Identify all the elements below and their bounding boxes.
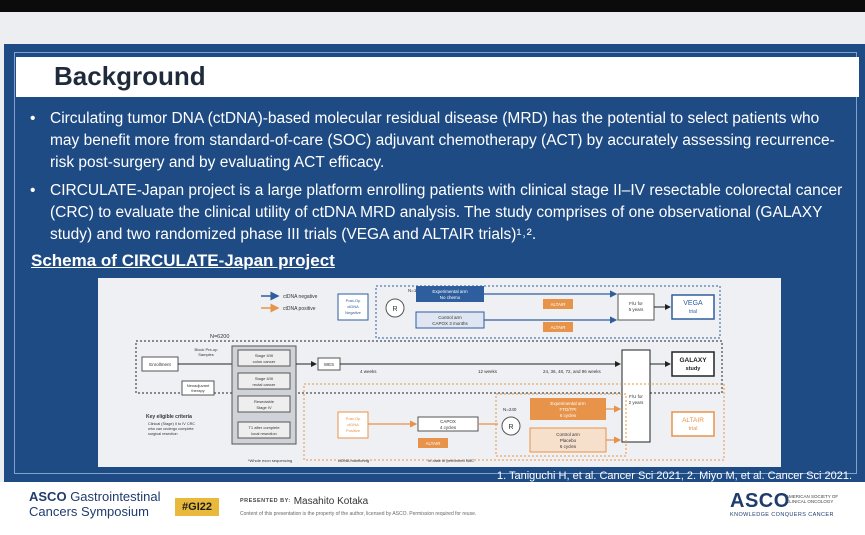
logo-asco: ASCO <box>29 489 67 504</box>
vega-2: trial <box>689 309 697 315</box>
schema-diagram: ctDNA negative ctDNA positive N=1240 Pos… <box>98 278 781 467</box>
logo-line2: Cancers Symposium <box>29 504 149 519</box>
bullet-item: • CIRCULATE-Japan project is a large plat… <box>28 180 848 246</box>
stage-colon-1: Stage II/III <box>255 353 273 358</box>
exp-arm-1: Experimental arm <box>432 289 468 294</box>
galaxy-2: study <box>686 366 702 372</box>
block-samples-1: Block Pre-op <box>195 347 219 352</box>
postop-positive-1: Post-Op <box>346 416 361 421</box>
altair-box-3: ALTAIR <box>425 441 441 446</box>
randomize-label: R <box>392 306 397 313</box>
exp-arm2-3: 6 cycles <box>560 413 577 418</box>
exp-arm2-1: Experimental arm <box>550 401 586 406</box>
footer <box>0 482 865 535</box>
bullet-item: • Circulating tumor DNA (ctDNA)-based mol… <box>28 108 848 174</box>
exp-arm2-2: FTD/TPI <box>560 407 577 412</box>
weeks-later: 24, 36, 48, 72, and 96 weeks <box>543 369 602 374</box>
altair-trial-1: ALTAIR <box>682 417 704 424</box>
capox-1: CAPOX <box>440 419 456 424</box>
postop-negative-2: ctDNA <box>347 304 359 309</box>
n-total: N=6200 <box>210 334 229 340</box>
altair-trial-2: trial <box>689 426 698 432</box>
slide-border <box>14 52 857 474</box>
presented-label: PRESENTED BY: <box>240 498 291 505</box>
bullet-text: CIRCULATE-Japan project is a large platf… <box>50 182 843 243</box>
stage-iv-2: Stage IV <box>256 405 272 410</box>
randomize-label-2: R <box>508 424 513 431</box>
bullet-text: Circulating tumor DNA (ctDNA)-based mole… <box>50 110 835 171</box>
reference-text: 1. Taniguchi H, et al. Cancer Sci 2021, … <box>496 470 852 482</box>
fu2-1: F/U for <box>629 394 643 399</box>
stage-colon-2: colon cancer <box>253 359 276 364</box>
control-arm-1: Control arm <box>438 315 462 320</box>
control-arm2-1: Control arm <box>556 432 580 437</box>
foot-wes: *Whole exon sequencing <box>248 458 292 463</box>
eligible-2: who can undergo complete <box>148 427 194 431</box>
logo-gi: Gastrointestinal <box>70 489 161 504</box>
bullet-dot-icon: • <box>30 110 36 127</box>
fu2-2: 2 years <box>629 400 645 405</box>
eligible-3: surgical resection <box>148 432 178 436</box>
control-arm2-2: Placebo <box>560 438 577 443</box>
asco-logo: ASCO <box>730 490 790 512</box>
control-arm2-3: 6 cycles <box>560 444 577 449</box>
bullet-list: • Circulating tumor DNA (ctDNA)-based mol… <box>28 108 848 252</box>
eligible-1: Clinical (Stage) II to IV CRC <box>148 422 195 426</box>
postop-negative-3: Negative <box>345 310 362 315</box>
weeks-4: 4 weeks <box>360 369 377 374</box>
block-samples-2: Samples <box>198 352 214 357</box>
asco-tagline: KNOWLEDGE CONQUERS CANCER <box>730 512 834 518</box>
asco-subtitle: AMERICAN SOCIETY OF CLINICAL ONCOLOGY <box>786 494 839 504</box>
t1-1: T1 after complete <box>248 425 280 430</box>
exp-arm-2: No chemo <box>440 295 461 300</box>
galaxy-1: GALAXY <box>679 357 707 364</box>
enrollment-label: Enrollment <box>149 362 171 367</box>
foot-nac: In case of performed NAC <box>428 458 474 463</box>
n-bottom-label: N=240 <box>503 407 517 412</box>
symposium-logo: ASCO Gastrointestinal Cancers Symposium <box>29 489 161 519</box>
stage-rectal-2: rectal cancer <box>253 382 277 387</box>
fu5-2: 5 years <box>629 307 645 312</box>
capox-2: 4 cycles <box>440 425 457 430</box>
schema-title: Schema of CIRCULATE-Japan project <box>31 251 335 270</box>
legend-positive: ctDNA positive <box>283 306 316 312</box>
vega-1: VEGA <box>683 300 703 307</box>
fu5-1: F/U for <box>629 301 643 306</box>
control-arm-2: CAPOX 3 months <box>432 321 468 326</box>
postop-positive-3: Positive <box>346 428 361 433</box>
legend-negative: ctDNA negative <box>283 294 318 300</box>
weeks-12: 12 weeks <box>478 369 498 374</box>
presenter-line: PRESENTED BY:Masahito Kotaka <box>240 496 368 507</box>
stage-rectal-1: Stage II/III <box>255 376 273 381</box>
foot-ctdna: ctDNA monitoring <box>338 458 369 463</box>
schema-svg: ctDNA negative ctDNA positive N=1240 Pos… <box>135 285 725 463</box>
eligible-title: Key eligible criteria <box>146 414 192 420</box>
neoadjuvant-1: Neoadjuvant <box>187 383 210 388</box>
wes-label: WES <box>324 362 334 367</box>
top-bar <box>0 0 865 12</box>
copyright-text: Content of this presentation is the prop… <box>240 511 477 517</box>
title-bar <box>16 57 859 97</box>
altair-box-1: ALTAIR <box>550 302 566 307</box>
stage-iv-1: Resectable <box>254 399 275 404</box>
presenter-name: Masahito Kotaka <box>293 496 369 507</box>
postop-negative-1: Post-Op <box>346 298 361 303</box>
bullet-dot-icon: • <box>30 182 36 199</box>
slide-title: Background <box>54 61 206 91</box>
postop-positive-2: ctDNA <box>347 422 359 427</box>
altair-box-2: ALTAIR <box>550 325 566 330</box>
hashtag-badge: #GI22 <box>175 498 219 516</box>
neoadjuvant-2: therapy <box>191 388 204 393</box>
t1-2: local resection <box>251 431 277 436</box>
